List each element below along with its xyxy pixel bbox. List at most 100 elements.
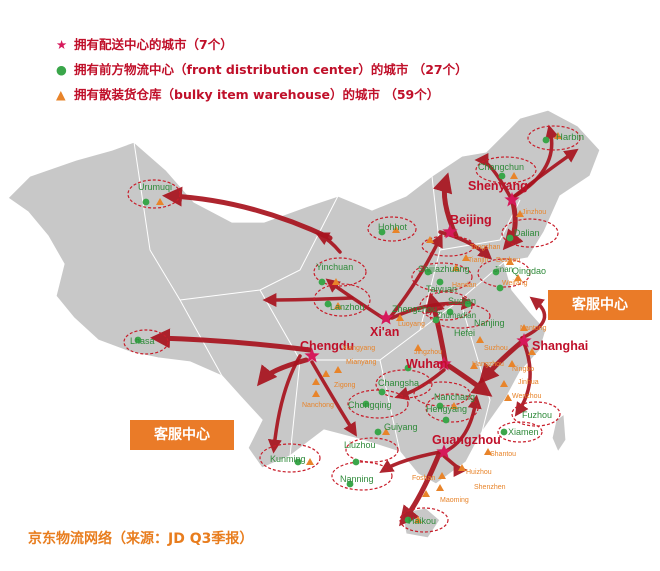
city-label: Shanghai bbox=[532, 339, 588, 353]
city-label: Lanzhou bbox=[330, 302, 365, 312]
dashed-city-group-oval bbox=[429, 303, 491, 329]
fdc-dot bbox=[506, 234, 514, 242]
city-label: Shantou bbox=[490, 451, 516, 458]
bulky-triangle bbox=[322, 370, 330, 377]
legend-row-fdc: ●拥有前方物流中心（front distribution center）的城市 … bbox=[56, 59, 468, 78]
city-label: Dezhou bbox=[496, 257, 520, 264]
route-arrow bbox=[150, 328, 313, 353]
city-label: Hengyang bbox=[426, 404, 467, 414]
city-label: Lhasa bbox=[130, 336, 155, 346]
distribution-center-star bbox=[442, 224, 458, 239]
legend-row-bulky: ▲拥有散装货仓库（bulky item warehouse）的城市 （59个） bbox=[56, 84, 439, 103]
bulky-triangle bbox=[312, 390, 320, 397]
city-label: Zigong bbox=[334, 382, 356, 389]
city-label: Foshan bbox=[412, 475, 435, 482]
bulky-triangle bbox=[426, 236, 434, 243]
dashed-city-group-oval bbox=[313, 257, 367, 287]
city-label: Jinan bbox=[494, 265, 513, 274]
route-arrow bbox=[520, 296, 547, 340]
bulky-triangle bbox=[438, 472, 446, 479]
city-label: Huizhou bbox=[466, 469, 492, 476]
city-label: Hangzhou bbox=[472, 361, 504, 368]
bulky-triangle bbox=[392, 226, 400, 233]
city-label: Ningbo bbox=[512, 366, 534, 373]
dashed-city-group-oval bbox=[259, 443, 321, 473]
city-label: Hefei bbox=[454, 328, 475, 338]
bulky-triangle bbox=[516, 210, 524, 217]
dashed-city-group-oval bbox=[345, 437, 399, 463]
city-label: Jinhua bbox=[518, 379, 539, 386]
city-label: Handan bbox=[452, 282, 477, 289]
bulky-triangle bbox=[484, 448, 492, 455]
fdc-dot bbox=[496, 284, 504, 292]
fdc-dot bbox=[442, 416, 450, 424]
legend-label: 拥有前方物流中心（front distribution center）的城市 （… bbox=[74, 62, 468, 77]
dashed-city-group-oval bbox=[501, 218, 559, 248]
orange-triangle-icon: ▲ bbox=[56, 87, 66, 102]
legend-label: 拥有配送中心的城市（7个） bbox=[74, 37, 233, 52]
city-label: Suqian bbox=[448, 296, 476, 306]
city-label: Shenzhen bbox=[474, 484, 506, 491]
route-arrow bbox=[262, 292, 354, 307]
city-label: Kunming bbox=[270, 454, 306, 464]
route-arrow bbox=[314, 232, 342, 254]
bulky-triangle bbox=[334, 302, 342, 309]
route-arrow bbox=[474, 153, 514, 202]
city-label: Guiyang bbox=[384, 422, 418, 432]
route-arrow bbox=[162, 186, 333, 241]
city-label: Wenzhou bbox=[512, 393, 542, 400]
fdc-dot bbox=[404, 516, 412, 524]
dashed-city-group-oval bbox=[123, 329, 169, 355]
dashed-city-group-oval bbox=[527, 125, 581, 151]
city-label: Tangshan bbox=[470, 244, 500, 251]
fdc-dot bbox=[492, 268, 500, 276]
route-arrow bbox=[256, 357, 309, 387]
bulky-triangle bbox=[528, 348, 536, 355]
fdc-dot bbox=[378, 388, 386, 396]
city-label: Xi'an bbox=[370, 325, 399, 339]
bulky-triangle bbox=[508, 360, 516, 367]
city-label: Dalian bbox=[514, 228, 540, 238]
fdc-dot bbox=[142, 198, 150, 206]
distribution-center-star bbox=[436, 356, 452, 371]
city-markers bbox=[134, 132, 562, 524]
city-label: Liuzhou bbox=[344, 440, 376, 450]
route-arrow bbox=[478, 337, 527, 384]
route-arrow bbox=[310, 360, 358, 437]
customer-service-callout-west: 客服中心 bbox=[130, 420, 234, 450]
dashed-city-group-oval bbox=[475, 156, 537, 184]
route-arrow bbox=[443, 361, 493, 397]
fdc-dot bbox=[134, 336, 142, 344]
bulky-triangle bbox=[554, 132, 562, 139]
bulky-triangle bbox=[510, 172, 518, 179]
city-label: Suzhou bbox=[484, 345, 508, 352]
city-label: Jingzhou bbox=[414, 349, 442, 356]
dashed-city-group-oval bbox=[421, 235, 475, 257]
bulky-triangle bbox=[396, 314, 404, 321]
city-label: Taiyuan bbox=[426, 284, 457, 294]
fdc-dot bbox=[404, 364, 412, 372]
bulky-triangle bbox=[520, 324, 528, 331]
bulky-triangle bbox=[450, 402, 458, 409]
dashed-city-group-oval bbox=[425, 393, 479, 423]
dashed-city-group-oval bbox=[411, 262, 473, 292]
fdc-dot bbox=[432, 316, 440, 324]
taiwan-island bbox=[551, 412, 567, 454]
dashed-city-group-oval bbox=[347, 389, 409, 419]
bulky-triangle bbox=[312, 378, 320, 385]
fdc-dot bbox=[294, 458, 302, 466]
fdc-dot bbox=[436, 278, 444, 286]
fdc-dot bbox=[424, 268, 432, 276]
fdc-dot bbox=[446, 308, 454, 316]
fdc-dot bbox=[542, 136, 550, 144]
city-label: Nanchong bbox=[302, 402, 334, 409]
fdc-dot bbox=[378, 228, 386, 236]
city-label: Nanning bbox=[340, 474, 374, 484]
fdc-dot bbox=[362, 400, 370, 408]
bulky-triangle bbox=[452, 264, 460, 271]
bulky-triangle bbox=[414, 516, 422, 523]
city-label: Jinzhou bbox=[522, 209, 546, 216]
route-arrow bbox=[325, 278, 388, 322]
city-label: Shijiazhuang bbox=[418, 264, 470, 274]
